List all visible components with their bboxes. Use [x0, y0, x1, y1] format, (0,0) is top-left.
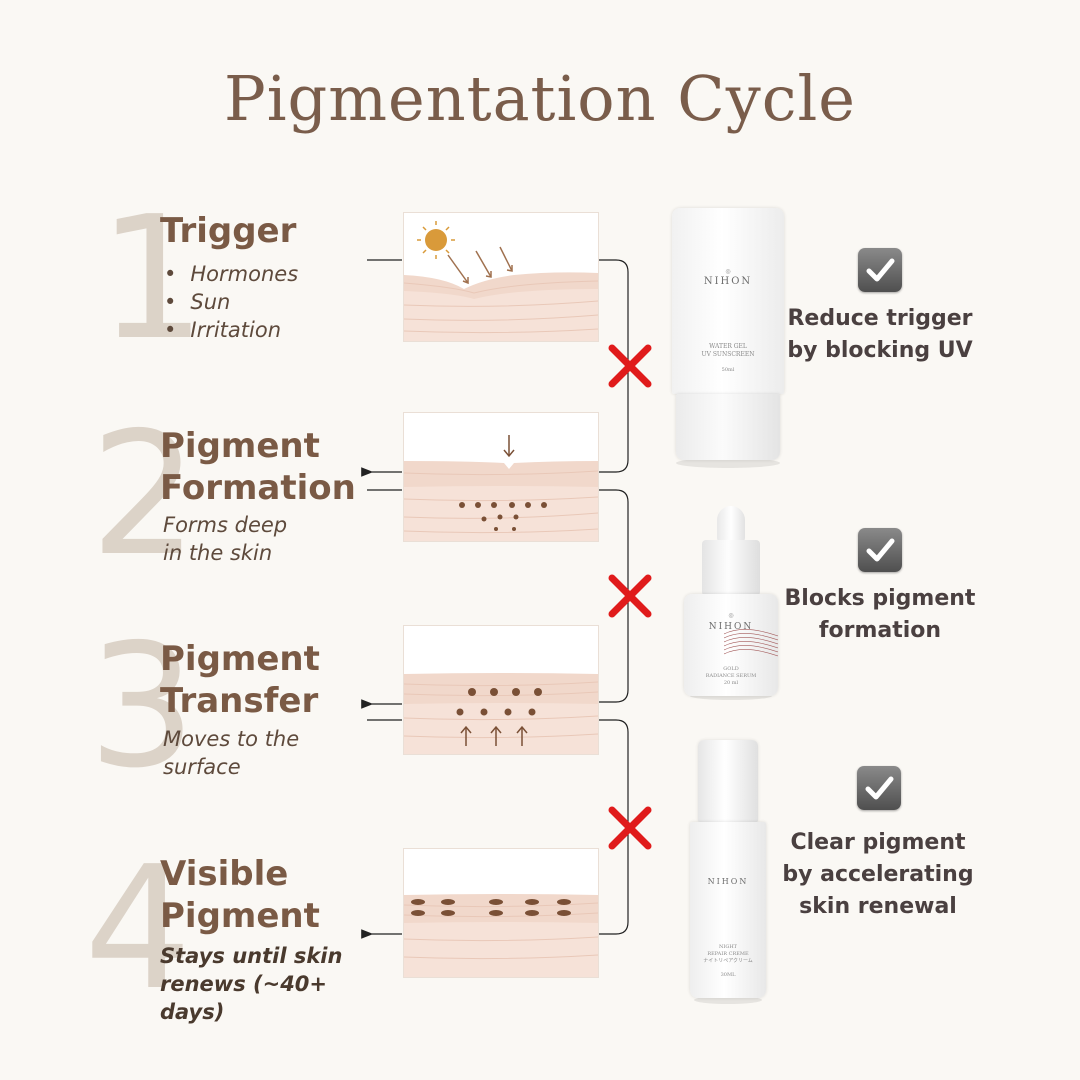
- stage-1-title-line: Trigger: [160, 211, 297, 251]
- product-label: GOLD RADIANCE SERUM 20 ml: [684, 666, 778, 686]
- product-brand: NIHON: [708, 622, 754, 632]
- stage-3-title: Pigment Transfer: [160, 638, 320, 722]
- connector-line-3b: [597, 719, 629, 935]
- product-label-line: GOLD: [723, 666, 739, 672]
- benefit-line: Clear pigment: [790, 830, 966, 855]
- page-title: Pigmentation Cycle: [224, 62, 856, 135]
- stage-4-desc-line: days): [160, 1000, 225, 1024]
- sun-icon: [417, 221, 455, 259]
- melanin-dots: [456, 688, 542, 716]
- arrow-down-icon: [503, 435, 515, 458]
- benefit-text-2: Blocks pigment formation: [765, 583, 995, 647]
- product-size: 20 ml: [723, 679, 739, 686]
- benefit-line: Blocks pigment: [784, 586, 976, 611]
- stage-3-title-line: Transfer: [160, 681, 319, 721]
- stage-2-description: Forms deep in the skin: [163, 511, 287, 567]
- benefit-line: formation: [818, 618, 942, 643]
- stage-4-desc-line: renews (~40+: [160, 972, 328, 996]
- stage-2-desc-line: in the skin: [163, 541, 273, 565]
- stage-1-bullet: Irritation: [160, 316, 298, 344]
- product-label-line: WATER GEL: [709, 343, 747, 350]
- stage-1-bullets: Hormones Sun Irritation: [160, 260, 298, 344]
- product-size: 30ML: [720, 972, 736, 979]
- benefit-text-3: Clear pigment by accelerating skin renew…: [763, 827, 993, 923]
- surface-pigment-spots: [411, 899, 571, 916]
- benefit-line: by blocking UV: [787, 338, 973, 363]
- product-size: 50ml: [721, 367, 735, 374]
- tube-cap: [676, 394, 780, 460]
- product-serum-dropper: ◎ NIHON GOLD RADIANCE SERUM 20 ml: [684, 506, 778, 700]
- stage-4-desc-line: Stays until skin: [160, 944, 343, 968]
- product-shadow: [694, 996, 762, 1004]
- stage-1-bullet: Hormones: [160, 260, 298, 288]
- stage-2-title: Pigment Formation: [160, 425, 356, 509]
- skin-illustration-trigger: [403, 212, 599, 342]
- tube-body: [672, 208, 784, 394]
- stage-3-desc-line: Moves to the: [163, 727, 300, 751]
- product-night-cream: NIHON NIGHT REPAIR CREME ナイトリペアクリーム 30ML: [690, 740, 766, 1004]
- nihon-logo-icon: ◎: [728, 612, 734, 619]
- gold-wave-pattern: [724, 629, 778, 657]
- product-shadow: [690, 692, 772, 700]
- stage-2-number: 2: [90, 396, 199, 594]
- stage-4-title: Visible Pigment: [160, 853, 320, 937]
- connector-line-2b: [597, 489, 629, 703]
- stage-4-title-line: Visible: [160, 854, 289, 894]
- product-sunscreen-tube: ◎ NIHON WATER GEL UV SUNSCREEN 50ml: [672, 208, 784, 468]
- product-label: NIGHT REPAIR CREME ナイトリペアクリーム 30ML: [690, 944, 766, 979]
- skin-illustration-transfer: [403, 625, 599, 755]
- stage-4-title-line: Pigment: [160, 896, 320, 936]
- stage-1-title: Trigger: [160, 210, 296, 252]
- stage-4-description: Stays until skin renews (~40+ days): [160, 942, 342, 1026]
- skin-illustration-visible: [403, 848, 599, 978]
- product-label: WATER GEL UV SUNSCREEN 50ml: [672, 343, 784, 374]
- dropper-collar: [702, 540, 760, 596]
- product-label-line: ナイトリペアクリーム: [703, 957, 753, 964]
- stage-1-bullet: Sun: [160, 288, 298, 316]
- benefit-line: skin renewal: [799, 894, 957, 919]
- product-label-line: REPAIR CREME: [707, 950, 749, 957]
- product-label-line: UV SUNSCREEN: [701, 351, 755, 359]
- red-cross-icon: [608, 574, 652, 618]
- arrow-up-icons: [460, 725, 528, 746]
- dropper-bulb: [717, 506, 745, 542]
- red-cross-icon: [608, 344, 652, 388]
- stage-3-title-line: Pigment: [160, 639, 320, 679]
- checkmark-icon: [858, 248, 902, 292]
- uv-ray-arrows: [447, 246, 513, 285]
- product-label-line: NIGHT: [718, 944, 738, 950]
- red-cross-icon: [608, 806, 652, 850]
- stage-2-desc-line: Forms deep: [163, 513, 288, 537]
- checkmark-icon: [857, 766, 901, 810]
- stage-3-desc-line: surface: [163, 755, 241, 779]
- stage-2-title-line: Formation: [160, 468, 356, 508]
- stage-3-number: 3: [88, 608, 197, 806]
- nihon-logo-icon: ◎: [725, 268, 731, 275]
- serum-bottle: [684, 594, 778, 696]
- product-label-line: RADIANCE SERUM: [705, 672, 757, 679]
- benefit-line: Reduce trigger: [787, 306, 973, 331]
- stage-4-number: 4: [84, 830, 193, 1028]
- stage-2-title-line: Pigment: [160, 426, 320, 466]
- cream-bottle: [690, 822, 766, 998]
- benefit-line: by accelerating: [782, 862, 974, 887]
- benefit-text-1: Reduce trigger by blocking UV: [765, 303, 995, 367]
- product-brand: NIHON: [707, 877, 749, 886]
- product-brand: NIHON: [703, 276, 753, 287]
- skin-illustration-formation: [403, 412, 599, 542]
- stage-3-description: Moves to the surface: [163, 725, 299, 781]
- melanin-dots: [459, 502, 547, 531]
- connector-line-1b: [597, 259, 629, 473]
- product-shadow: [676, 458, 780, 468]
- pump-cap: [698, 740, 758, 822]
- checkmark-icon: [858, 528, 902, 572]
